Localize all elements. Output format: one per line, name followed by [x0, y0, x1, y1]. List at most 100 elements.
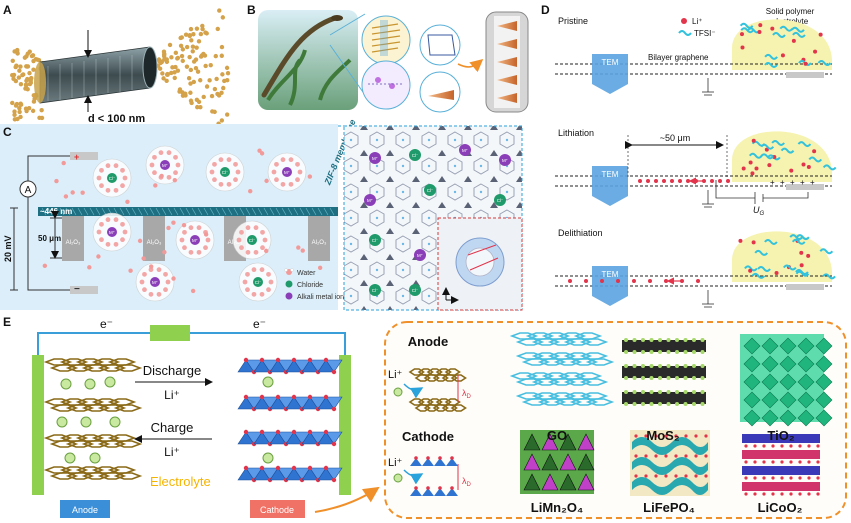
alumina-pillar [308, 216, 330, 261]
lithium-atom [816, 444, 820, 448]
zif8-membrane [38, 207, 338, 216]
membrane-hatch [251, 207, 257, 216]
ion-symbol: Cl⁻ [412, 153, 419, 158]
sulfur-atom [692, 350, 696, 354]
charge-label: Charge [151, 420, 194, 435]
intercalated-lithium [678, 179, 682, 183]
particle [212, 86, 218, 92]
particle [187, 33, 192, 39]
membrane-hatch [71, 207, 77, 216]
lithium-ion [80, 416, 92, 428]
water-molecule [125, 199, 130, 205]
particle [216, 93, 222, 98]
shell-water [253, 249, 259, 255]
lithium-ion [64, 452, 76, 464]
membrane-hatch [173, 207, 179, 216]
lithium-atom [654, 454, 658, 458]
membrane-hatch [65, 207, 71, 216]
metal-ion [190, 235, 200, 245]
sulfur-atom [666, 338, 671, 342]
material-licoo2: LiCoO₂ [758, 500, 803, 515]
sulfur-atom [624, 364, 628, 368]
go-sheet [509, 372, 609, 386]
tem-beam [592, 266, 628, 306]
membrane-hatch [83, 207, 89, 216]
ammeter: A [19, 180, 37, 198]
lithium-ion [799, 250, 804, 255]
particle [165, 71, 170, 77]
membrane-hatch [227, 207, 233, 216]
lithium-atom [744, 476, 748, 480]
lithium-atom [684, 454, 688, 458]
hex-ring [569, 358, 599, 366]
particle [11, 72, 17, 78]
particle [156, 57, 162, 62]
particle [10, 100, 15, 106]
octahedron [446, 458, 458, 466]
particle [190, 49, 195, 54]
panel-e: E e⁻ e⁻ Discharge Li⁺ Charge Li⁺ Electro… [3, 315, 847, 519]
hex-ring [547, 378, 577, 386]
shell-water [226, 157, 232, 163]
octahedron [422, 488, 434, 496]
external-load [150, 325, 190, 341]
tfsi-anion [795, 268, 809, 275]
lithium-atom [654, 434, 658, 438]
water-molecule [317, 265, 323, 270]
membrane-hatch [197, 207, 203, 216]
lithium-atom [634, 474, 638, 478]
shell-water [212, 177, 217, 183]
lithium-atom [744, 492, 748, 496]
shell-water [245, 287, 250, 293]
lithium-atom [704, 474, 708, 478]
particle [28, 80, 33, 86]
particle [214, 76, 219, 82]
particle [12, 112, 17, 118]
sulfur-atom [700, 364, 705, 368]
particle [203, 63, 208, 69]
shell-water [196, 249, 202, 255]
legend-metal-icon [285, 292, 293, 300]
hex-ring [553, 398, 583, 406]
shell-water [182, 229, 187, 235]
ion-symbol: M⁺ [109, 230, 116, 235]
shell-water [268, 279, 274, 285]
legend-tfsi-icon [678, 30, 692, 36]
lithium-atom [753, 492, 757, 496]
shell-water [120, 237, 125, 243]
water-molecule [141, 256, 146, 261]
shell-water [149, 162, 155, 168]
water-molecule [159, 173, 164, 179]
lithium-ion [751, 240, 756, 245]
shell-water [245, 271, 250, 277]
chloride-ion [253, 277, 263, 287]
oxygen-atom [438, 456, 442, 460]
hex-ring [537, 398, 567, 406]
particle [172, 70, 177, 75]
octahedron [410, 458, 422, 466]
hex-ring [414, 404, 431, 412]
water-molecule [171, 220, 176, 225]
shell-water [173, 154, 178, 160]
membrane-hatch [317, 207, 323, 216]
tio2-octahedron [815, 391, 833, 409]
lithium-atom [674, 454, 678, 458]
lithium-ion [757, 30, 762, 35]
shell-water [152, 170, 157, 176]
hex-ring [97, 472, 127, 480]
lithium-atom [807, 444, 811, 448]
hex-ring [107, 434, 137, 442]
shell-water [182, 245, 187, 251]
particle [189, 100, 194, 106]
sulfur-atom [692, 376, 696, 380]
pore-height-label: 50 μm [38, 234, 61, 243]
inset-graphene-sheet [408, 368, 467, 382]
limn2o4-polyhedron [559, 433, 577, 451]
sulfur-atom [641, 390, 645, 394]
chloride-ion [494, 194, 506, 206]
lithium-ion [262, 376, 274, 388]
oxygen-atom [438, 486, 442, 490]
particle [169, 55, 174, 60]
lithium-atom [807, 460, 811, 464]
lithium-atom [780, 460, 784, 464]
